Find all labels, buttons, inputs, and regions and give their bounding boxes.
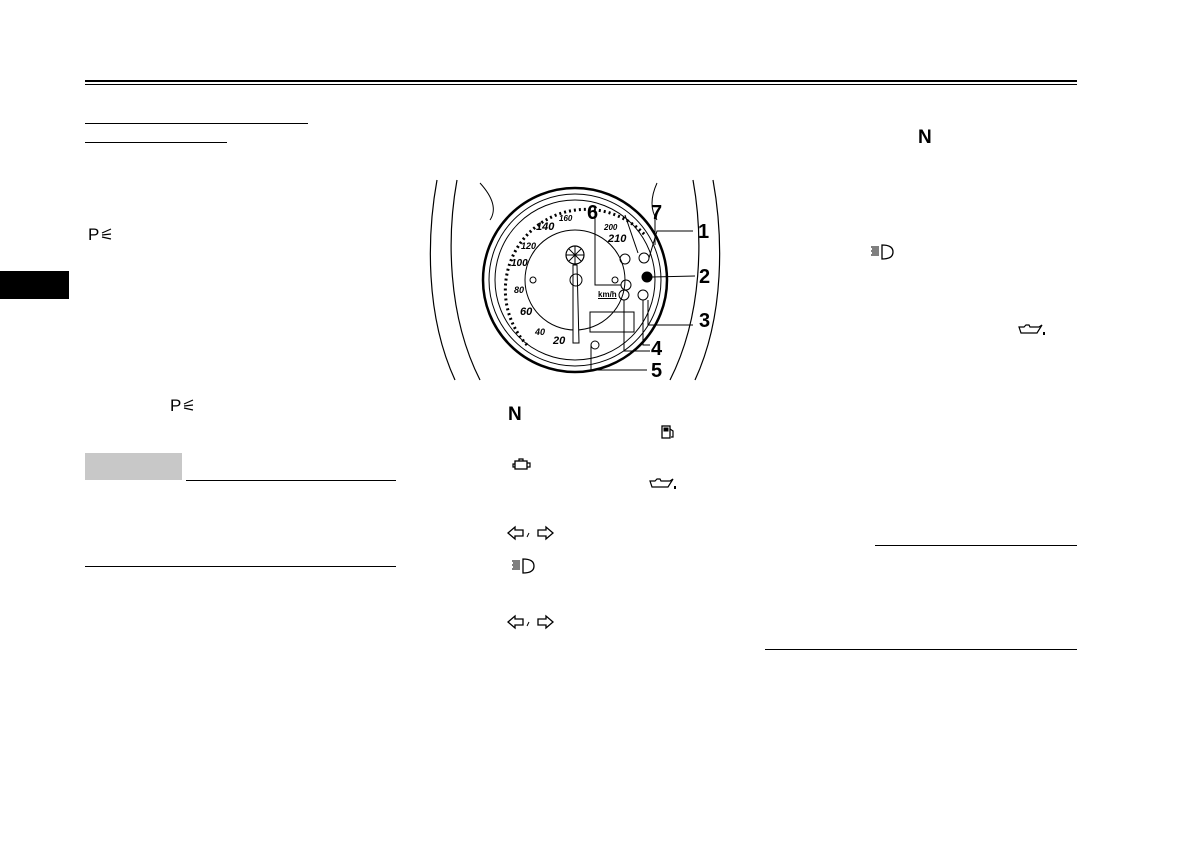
oil-level-warning-icon-right <box>1018 324 1045 335</box>
parking-light-symbol-1: P <box>88 226 114 244</box>
neutral-indicator-icon: N <box>508 404 522 425</box>
oil-level-warning-icon <box>649 478 676 489</box>
speedometer-figure <box>429 179 721 381</box>
header-rule-thin <box>85 84 1077 85</box>
speed-mark-20: 20 <box>553 335 566 347</box>
speed-mark-140: 140 <box>536 221 555 233</box>
parking-light-letter: P <box>88 225 100 244</box>
chapter-tab-marker <box>0 271 69 299</box>
neutral-indicator-icon-right: N <box>918 127 932 148</box>
callout-3: 3 <box>699 310 711 332</box>
parking-light-rays-icon <box>101 228 112 240</box>
note-bottom-rule <box>85 566 396 567</box>
parking-light-letter: P <box>170 396 182 415</box>
speed-mark-210: 210 <box>608 233 627 245</box>
engine-trouble-warning-icon <box>512 458 531 470</box>
speed-unit-label: km/h <box>598 290 617 299</box>
section-heading-rule-1 <box>85 123 308 124</box>
callout-1: 1 <box>698 221 710 243</box>
speed-mark-40: 40 <box>535 327 546 337</box>
turn-signal-indicator-icons <box>507 525 554 541</box>
speed-mark-200: 200 <box>604 223 618 232</box>
speed-mark-80: 80 <box>514 285 525 295</box>
header-rule-thick <box>85 80 1077 82</box>
speed-mark-100: 100 <box>511 258 528 269</box>
high-beam-indicator-icon <box>512 558 535 574</box>
right-note-top-rule <box>875 545 1077 546</box>
high-beam-indicator-icon-right <box>871 244 894 260</box>
callout-5: 5 <box>651 360 663 382</box>
note-top-rule <box>186 480 396 481</box>
callout-4: 4 <box>651 338 663 360</box>
callout-6: 6 <box>587 202 599 224</box>
section-heading-rule-2 <box>85 142 227 143</box>
parking-light-rays-icon <box>183 399 194 411</box>
speed-mark-160: 160 <box>559 214 573 223</box>
fuel-level-warning-icon <box>661 425 674 439</box>
right-note-bottom-rule <box>765 649 1077 650</box>
speed-mark-60: 60 <box>520 306 533 318</box>
callout-7: 7 <box>651 202 663 224</box>
parking-light-symbol-2: P <box>170 397 196 415</box>
note-label-box <box>85 453 182 480</box>
speed-mark-120: 120 <box>521 241 537 251</box>
callout-2: 2 <box>699 266 711 288</box>
turn-signal-indicator-icons-2 <box>507 614 554 630</box>
